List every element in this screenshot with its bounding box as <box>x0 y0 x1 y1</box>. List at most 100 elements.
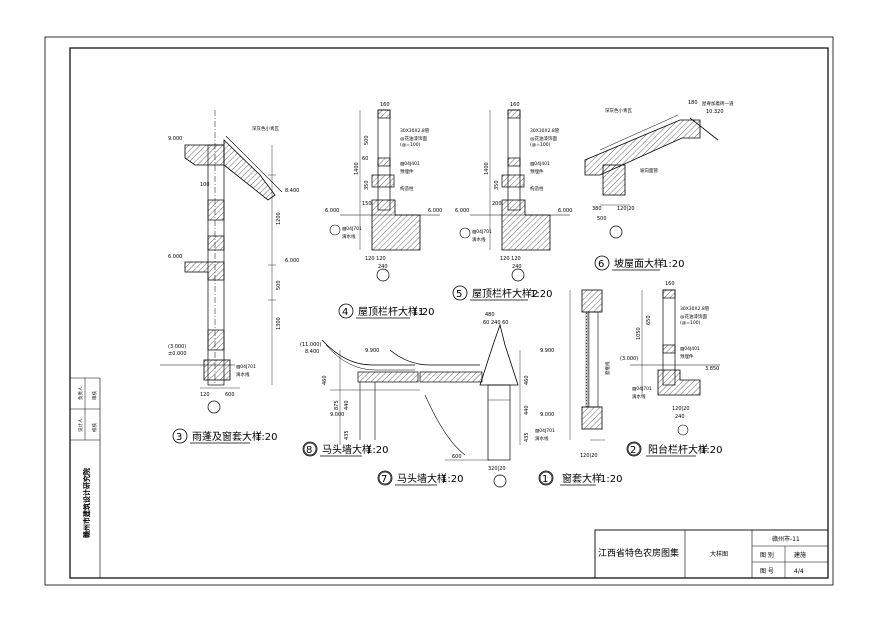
detail-2-labels: 160 30X30X2.8管 @花油漆饰面 (@=100) ▨04J401 预埋… <box>620 281 719 420</box>
d8-dim-440: 440 <box>344 400 350 410</box>
detail-2-drawing <box>627 289 720 456</box>
d7-dim-435: 435 <box>524 432 530 442</box>
d4-embed: 预埋件 <box>400 168 414 175</box>
d4-cap: 构造柱 <box>400 185 414 192</box>
d5-level-6000b: 6.000 <box>558 208 572 214</box>
number-label: 图 号 <box>760 568 774 575</box>
d8-dim-460: 460 <box>322 375 328 385</box>
detail-8-num: 8 <box>306 445 312 456</box>
detail-5-num: 5 <box>456 289 462 300</box>
d8-level-8400: 8.400 <box>305 349 319 355</box>
d3-dim-1300: 1300 <box>276 317 282 330</box>
detail-2-scale: 1:20 <box>700 445 722 456</box>
detail-5-drawing <box>459 109 570 282</box>
d6-tile: 深灰色小青瓦 <box>605 107 632 114</box>
d7-dim-460: 460 <box>524 375 530 385</box>
d6-dim-380: 380 <box>592 206 602 212</box>
d4-dim-1400: 1400 <box>354 162 360 175</box>
d6-dim-500: 500 <box>597 216 607 222</box>
d2-dim-240: 240 <box>675 414 685 420</box>
d4-dim-150: 150 <box>362 201 372 207</box>
detail-7-title: 马头墙大样 <box>397 472 447 485</box>
d6-level-10320: 10.320 <box>706 109 724 115</box>
d3-dim-600: 600 <box>225 392 235 398</box>
outer-frame <box>44 36 834 586</box>
d4-dim-350: 350 <box>364 180 370 190</box>
detail-3-labels: 9.000 8.400 6.000 6.000 (3.000) ±0.000 深… <box>168 125 299 398</box>
d3-level-6000b: 6.000 <box>285 258 299 264</box>
detail-6-drawing <box>584 114 719 239</box>
d2-embed: 预埋件 <box>680 353 694 360</box>
d5-sub-rail-b: (@=100) <box>530 142 551 148</box>
detail-8-labels: (11.000) 8.400 9.900 9.000 460 875 440 4… <box>300 342 379 440</box>
detail-6-title: 坡屋面大样 <box>614 257 664 270</box>
d3-dim-1200: 1200 <box>276 212 282 225</box>
d8-level-11000: (11.000) <box>300 342 321 348</box>
detail-4-drawing <box>329 109 440 282</box>
detail-7-labels: 480 60 240 60 9.900 9.000 460 440 435 60… <box>452 312 555 472</box>
detail-2-title: 阳台栏杆大样 <box>648 443 708 456</box>
d5-dim-350: 350 <box>494 180 500 190</box>
detail-6-labels: 深灰色小青瓦 屋脊加着砖一道 180 10.320 坡向面管 380 120|2… <box>592 100 734 222</box>
d3-level-3000: (3.000) <box>168 344 186 350</box>
d7-ref: ▨04J701 <box>535 428 555 434</box>
d7-level-9000: 9.000 <box>540 412 554 418</box>
d7-dim-480: 480 <box>485 312 495 318</box>
d7-dim-600: 600 <box>452 454 462 460</box>
d8-level-9900: 9.900 <box>365 348 379 354</box>
d4-level-6000b: 6.000 <box>428 208 442 214</box>
detail-4-scale: 1:20 <box>412 307 434 318</box>
detail-4-num: 4 <box>342 307 348 318</box>
d5-dim-120: 120 120 <box>500 256 521 262</box>
d5-dim-160: 160 <box>510 102 520 108</box>
d3-drip: 滴水线 <box>236 371 250 378</box>
d5-drip: 滴水线 <box>472 236 486 243</box>
d3-dim-100: 100 <box>200 182 210 188</box>
d3-level-8400: 8.400 <box>285 188 299 194</box>
d4-dim-120: 120 120 <box>365 256 386 262</box>
d5-rail: 30X30X2.8管 <box>530 127 560 134</box>
side-role-d: 审核 <box>91 391 98 400</box>
side-role-b: 负责人 <box>77 386 84 400</box>
d2-level-3000: (3.000) <box>620 356 638 362</box>
d5-sub-rail: @花油漆饰面 <box>530 135 557 142</box>
detail-8-title: 马头墙大样 <box>322 443 372 456</box>
sheet-name: 大样图 <box>710 550 728 558</box>
d4-level-6000: 6.000 <box>325 208 339 214</box>
detail-6-num: 6 <box>598 259 604 270</box>
inner-frame <box>69 47 829 579</box>
detail-2-num: 2 <box>630 445 636 456</box>
d2-drip: 滴水线 <box>632 393 646 400</box>
detail-8-drawing <box>303 339 420 456</box>
title-block: 江西省特色农房图集 大样图 赣州市-11 图 别 建施 图 号 4/4 <box>594 529 829 579</box>
d2-dim-1050: 1050 <box>636 327 642 340</box>
category-value: 建施 <box>794 551 806 559</box>
d4-drip: 滴水线 <box>342 233 356 240</box>
detail-7-num: 7 <box>381 474 387 485</box>
number-value: 4/4 <box>794 568 804 575</box>
side-role-a: 设计人 <box>77 418 84 432</box>
d7-dim-440: 440 <box>524 405 530 415</box>
d6-dim-12020: 120|20 <box>617 206 635 212</box>
d5-dim-200: 200 <box>492 201 502 207</box>
d7-drip: 滴水线 <box>535 435 549 442</box>
detail-5-labels: 160 30X30X2.8管 @花油漆饰面 (@=100) ▨04J401 预埋… <box>455 102 572 270</box>
category-label: 图 别 <box>760 551 774 559</box>
series-code: 赣州市-11 <box>772 535 800 543</box>
d2-ref2: ▨04J701 <box>632 386 652 392</box>
d7-dim-320: 320|20 <box>488 466 506 472</box>
d2-ref1: ▨04J401 <box>680 346 700 352</box>
detail-4-labels: 160 30X30X2.8管 @花油漆饰面 (@=100) ▨04J401 预埋… <box>325 102 442 270</box>
d7-dim-60s: 60 240 60 <box>483 320 508 326</box>
d2-level-3850: 3.850 <box>705 366 719 372</box>
d2-sub-rail: @花油漆饰面 <box>680 313 707 320</box>
atlas-title: 江西省特色农房图集 <box>598 547 679 559</box>
d5-embed: 预埋件 <box>530 168 544 175</box>
detail-1-drawing <box>539 289 605 485</box>
d3-level-0000: ±0.000 <box>168 351 187 357</box>
d6-ridge: 屋脊加着砖一道 <box>702 100 734 107</box>
d4-dim-60: 60 <box>362 156 368 162</box>
detail-7-scale: 1:20 <box>441 474 463 485</box>
